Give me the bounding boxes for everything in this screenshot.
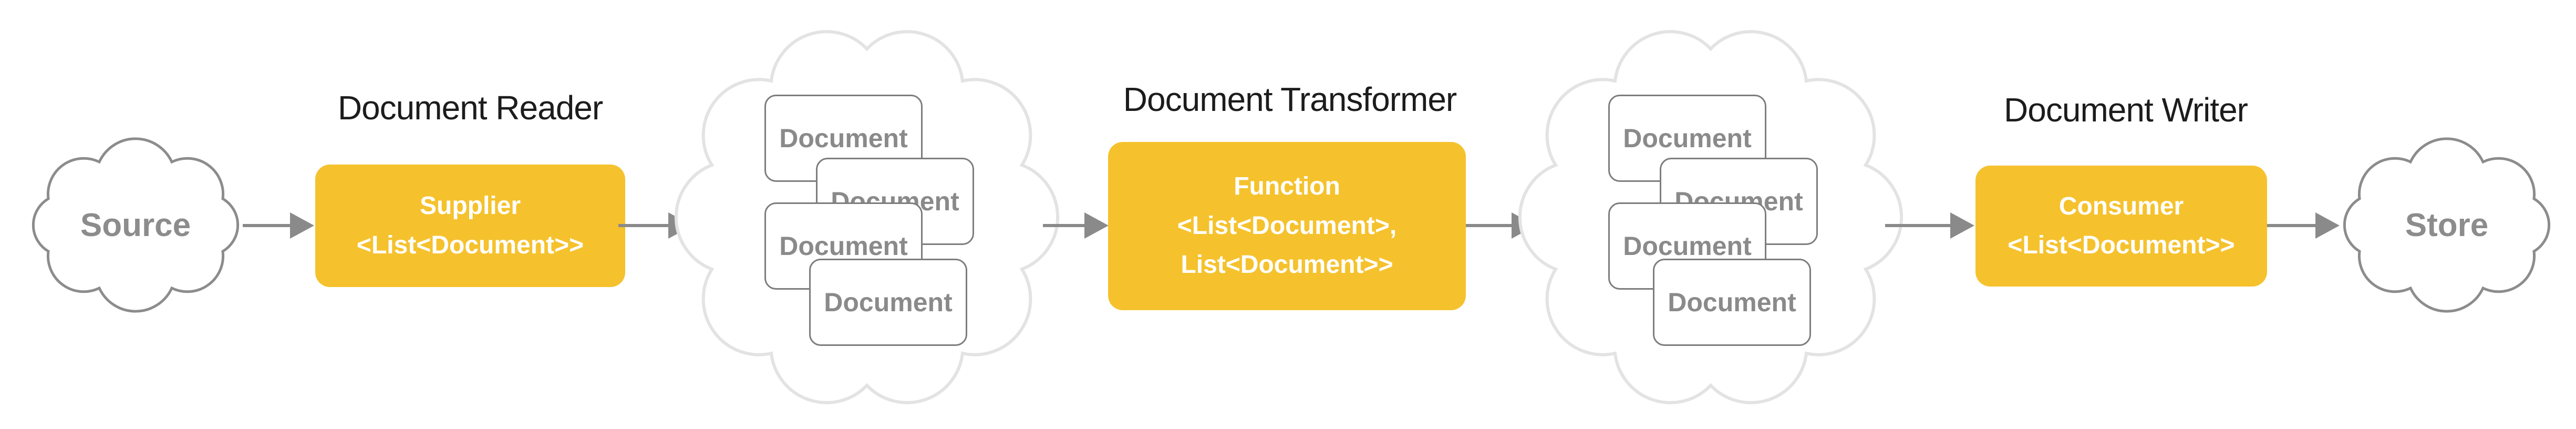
arrow-shaft	[2267, 224, 2318, 227]
arrow-head-icon	[1950, 212, 1974, 239]
supplier-box-line1: Supplier	[419, 192, 521, 220]
arrow-shaft	[618, 224, 670, 227]
consumer-box-line1: Consumer	[2058, 192, 2184, 220]
function-box-line2: <List<Document>,	[1177, 211, 1397, 240]
supplier-box: Supplier <List<Document>>	[315, 165, 625, 287]
store-cloud-label: Store	[2405, 207, 2489, 243]
document-card-label: Document	[779, 231, 908, 261]
arrow-shaft	[1043, 224, 1087, 227]
arrow-head-icon	[2315, 212, 2340, 239]
arrow-shaft	[1885, 224, 1952, 227]
function-box-line3: List<Document>>	[1181, 251, 1393, 279]
consumer-box-line2: <List<Document>>	[2008, 231, 2235, 259]
arrow-head-icon	[290, 212, 314, 239]
document-card: Document	[809, 259, 967, 346]
arrow-shaft	[243, 224, 292, 227]
document-card-label: Document	[779, 124, 908, 153]
document-card: Document	[1653, 259, 1811, 346]
arrow-shaft	[1466, 224, 1514, 227]
source-cloud: Source	[20, 133, 251, 317]
source-cloud-label: Source	[80, 207, 191, 243]
document-card-label: Document	[824, 288, 953, 317]
document-writer-title: Document Writer	[2004, 91, 2248, 129]
store-cloud: Store	[2331, 133, 2562, 317]
supplier-box-line2: <List<Document>>	[356, 231, 584, 259]
document-card-label: Document	[1623, 231, 1752, 261]
function-box: Function <List<Document>, List<Document>…	[1108, 142, 1466, 310]
arrow-head-icon	[1084, 212, 1109, 239]
document-transformer-title: Document Transformer	[1123, 80, 1457, 118]
consumer-box: Consumer <List<Document>>	[1975, 166, 2267, 287]
cloud-icon	[2343, 137, 2551, 313]
document-card-label: Document	[1668, 288, 1796, 317]
document-card-label: Document	[1623, 124, 1752, 153]
document-reader-title: Document Reader	[337, 89, 603, 127]
function-box-line1: Function	[1234, 172, 1340, 201]
cloud-icon	[32, 137, 240, 313]
